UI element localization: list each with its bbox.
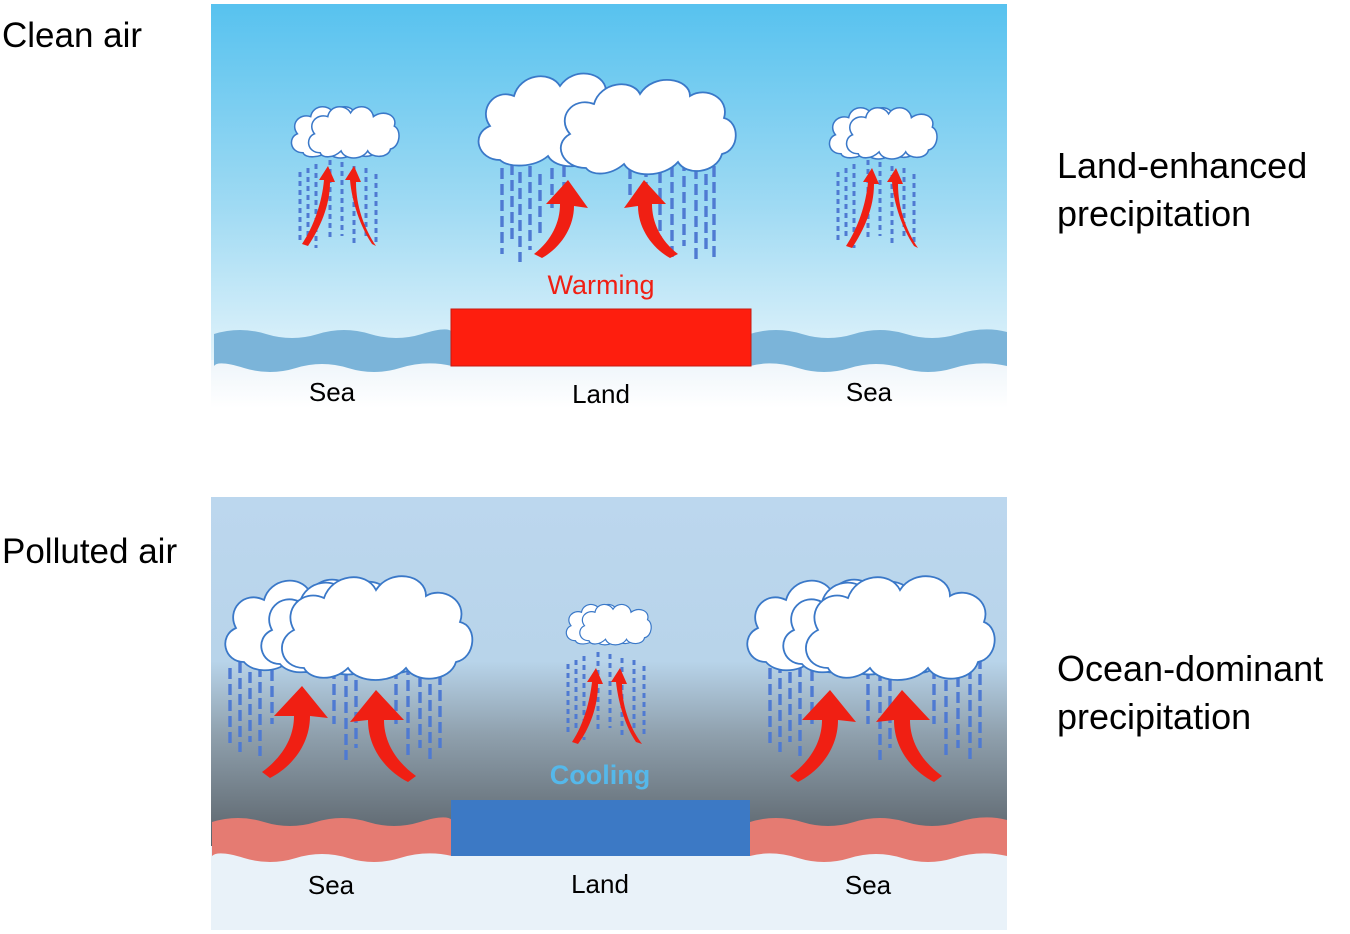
clean-updraft-arrows: [302, 166, 918, 258]
clean-ground: [211, 360, 1007, 408]
polluted-rain-left: [228, 658, 442, 760]
polluted-air-title: Polluted air: [2, 532, 178, 571]
polluted-label-land: Land: [571, 869, 629, 899]
clean-label-land: Land: [572, 379, 630, 409]
polluted-updraft-arrows: [262, 668, 942, 782]
polluted-sea-left: [212, 817, 452, 862]
polluted-arrow-small-2: [611, 668, 642, 744]
clean-description-line2: precipitation: [1057, 193, 1252, 234]
polluted-description-line2: precipitation: [1057, 696, 1252, 737]
polluted-description-line1: Ocean-dominant: [1057, 648, 1324, 689]
polluted-surface-label: Cooling: [550, 760, 650, 790]
clean-arrow-small-2: [345, 166, 376, 246]
polluted-arrow-big-3: [790, 690, 856, 782]
clean-sea-left: [214, 329, 452, 372]
polluted-arrow-big-1: [262, 686, 328, 778]
clean-land-block: [450, 308, 752, 367]
polluted-air-description: Ocean-dominant precipitation: [1057, 645, 1350, 741]
polluted-land-block: [451, 800, 750, 856]
clean-rain-left: [298, 160, 378, 248]
clean-arrow-small-3: [846, 168, 879, 248]
polluted-ground: [211, 846, 1007, 930]
clean-air-title: Clean air: [2, 16, 143, 55]
clean-sea-right: [750, 329, 1007, 372]
clean-arrow-big-2: [624, 180, 678, 258]
polluted-sea-right: [750, 817, 1007, 862]
polluted-arrow-small-1: [572, 668, 603, 744]
polluted-panel: Cooling Sea Land Sea: [211, 497, 1007, 930]
polluted-label-sea-right: Sea: [845, 870, 892, 900]
clean-description-line1: Land-enhanced: [1057, 145, 1308, 186]
clean-cloud-center: [477, 72, 737, 176]
clean-air-description: Land-enhanced precipitation: [1057, 142, 1350, 238]
clean-label-sea-left: Sea: [309, 377, 356, 407]
clean-arrow-big-1: [534, 180, 588, 258]
polluted-arrow-big-4: [876, 690, 942, 782]
clean-arrow-small-1: [302, 166, 335, 246]
clean-panel: Warming Sea Land Sea: [211, 4, 1007, 409]
polluted-arrow-big-2: [350, 690, 416, 782]
clean-arrow-small-4: [887, 168, 918, 248]
polluted-label-sea-left: Sea: [308, 870, 355, 900]
clean-label-sea-right: Sea: [846, 377, 893, 407]
polluted-cloud-left: [224, 575, 474, 681]
clean-surface-label: Warming: [547, 270, 654, 300]
polluted-cloud-right: [746, 575, 996, 681]
